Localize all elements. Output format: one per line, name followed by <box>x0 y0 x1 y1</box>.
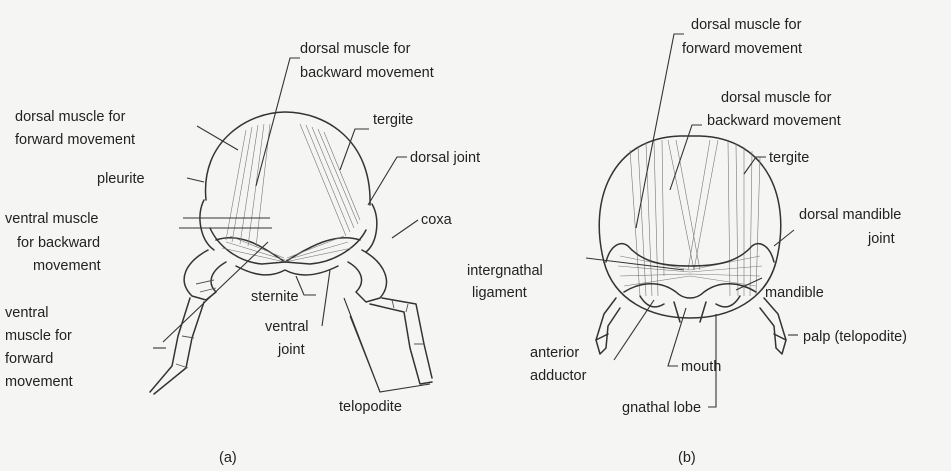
label-a-tergite: tergite <box>373 112 413 128</box>
label-b-mandible: mandible <box>765 285 824 301</box>
label-a-ventral-backward-1: ventral muscle <box>5 211 98 227</box>
pleurite-outline-a <box>200 200 214 250</box>
label-b-mouth: mouth <box>681 359 721 375</box>
panel-b-drawing <box>596 136 786 354</box>
palp-left-b <box>596 298 620 354</box>
label-b-dorsal-forward-1: dorsal muscle for <box>691 17 802 33</box>
label-a-ventral-forward-3: forward <box>5 351 53 367</box>
label-a-dorsal-joint: dorsal joint <box>410 150 480 166</box>
label-b-gnathal-lobe: gnathal lobe <box>622 400 701 416</box>
palp-right-b <box>760 298 786 354</box>
right-leg-a <box>348 250 386 302</box>
label-b-tergite: tergite <box>769 150 809 166</box>
label-a-dorsal-forward-2: forward movement <box>15 132 135 148</box>
label-b-dorsal-forward-2: forward movement <box>682 41 802 57</box>
label-b-intergnathal-2: ligament <box>472 285 527 301</box>
label-b-dorsal-backward-1: dorsal muscle for <box>721 90 832 106</box>
label-b-intergnathal-1: intergnathal <box>467 263 543 279</box>
label-a-telopodite: telopodite <box>339 399 402 415</box>
label-a-dorsal-backward-1: dorsal muscle for <box>300 41 411 57</box>
label-a-dorsal-backward-2: backward movement <box>300 65 434 81</box>
dorsal-muscles-b <box>630 140 760 296</box>
intergnathal-ligament-b <box>618 256 762 286</box>
label-b-anterior-adductor-1: anterior <box>530 345 579 361</box>
label-b-dorsal-backward-2: backward movement <box>707 113 841 129</box>
caption-b: (b) <box>678 450 696 466</box>
label-a-dorsal-forward-1: dorsal muscle for <box>15 109 126 125</box>
gnathal-lobe-b <box>674 302 706 322</box>
caption-a: (a) <box>219 450 237 466</box>
label-a-ventral-forward-4: movement <box>5 374 73 390</box>
left-leg-a <box>184 250 226 300</box>
label-a-sternite: sternite <box>251 289 299 305</box>
label-b-dorsal-mandible-joint-1: dorsal mandible <box>799 207 901 223</box>
label-a-pleurite: pleurite <box>97 171 145 187</box>
mandible-outline-b <box>606 244 774 266</box>
sternite-outline-a <box>236 266 338 275</box>
label-b-anterior-adductor-2: adductor <box>530 368 587 384</box>
label-a-ventral-backward-3: movement <box>33 258 101 274</box>
label-b-palp: palp (telopodite) <box>803 329 907 345</box>
label-a-ventral-forward-1: ventral <box>5 305 49 321</box>
label-a-ventral-joint-2: joint <box>277 342 305 358</box>
label-b-dorsal-mandible-joint-2: joint <box>867 231 895 247</box>
label-a-ventral-forward-2: muscle for <box>5 328 72 344</box>
tergite-outline-b <box>599 136 781 262</box>
label-a-ventral-backward-2: for backward <box>17 235 100 251</box>
tergite-outline-a <box>206 112 371 205</box>
label-a-ventral-joint-1: ventral <box>265 319 309 335</box>
label-a-coxa: coxa <box>421 212 453 228</box>
